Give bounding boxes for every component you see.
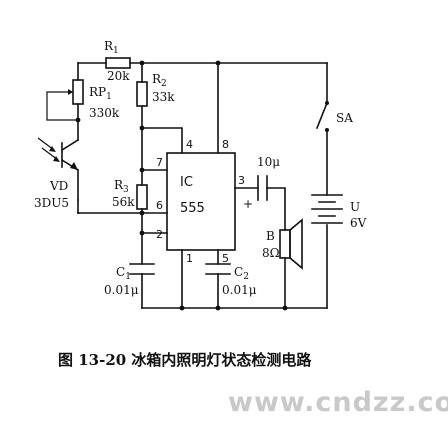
ic-label: IC [180,175,193,190]
pin-1-label: 1 [186,252,193,265]
r1-value: 20k [107,69,130,83]
pin-5-label: 5 [222,252,229,265]
battery-u [311,194,343,224]
battery-label: U [350,200,360,214]
ic-555 [166,152,236,251]
capacitor-c1 [129,263,155,275]
pin-3-label: 3 [238,174,245,187]
component-labels: R1 20k RP1 330k R2 33k R3 56k VD 3DU5 IC… [34,39,367,297]
junction-dot [139,167,145,173]
switch-label: SA [336,111,353,125]
junction-dot [179,305,185,311]
resistor-r1 [105,57,131,69]
junction-dots [75,60,288,311]
switch-sa [315,101,329,132]
pin-2-label: 2 [156,228,163,241]
rp1-label: RP1 [89,85,112,102]
c2-value: 0.01μ [222,283,257,297]
battery-value: 6V [350,216,367,230]
pin-7-label: 7 [156,156,163,169]
junction-dot [75,117,81,123]
resistor-r2 [136,81,148,107]
c1-value: 0.01μ [104,283,139,297]
watermark: www.cndzz.com [228,387,448,418]
r2-label: R2 [152,72,167,89]
r2-value: 33k [152,90,175,104]
junction-dot [139,230,145,236]
r3-value: 56k [112,195,135,209]
plus-sign: + [243,197,253,211]
phototransistor-vd [37,137,80,172]
speaker-value: 8Ω [262,246,280,260]
r1-label: R1 [104,39,119,56]
speaker-label: B [266,229,275,243]
capacitor-c2 [205,263,231,275]
wiring [46,62,328,309]
speaker-b [279,218,303,270]
pin-4-label: 4 [186,138,193,151]
pin-6-label: 6 [156,199,163,212]
junction-dot [215,305,221,311]
junction-dot [139,210,145,216]
junction-dot [139,125,145,131]
figure-caption: 图 13-20 冰箱内照明灯状态检测电路 [58,351,312,369]
rp1-value: 330k [89,106,120,120]
vd-label: VD [49,179,68,193]
potentiometer-rp1 [68,79,84,105]
junction-dot [282,305,288,311]
ic-part: 555 [180,201,205,216]
vd-type: 3DU5 [34,196,69,210]
junction-dot [215,60,221,66]
capacitor-output [257,175,268,201]
output-cap-value: 10μ [257,155,280,169]
r3-label: R3 [114,178,129,195]
c2-label: C2 [234,265,249,282]
resistor-r3 [136,184,148,210]
pin-8-label: 8 [222,138,229,151]
c1-label: C1 [116,265,131,282]
junction-dot [139,60,145,66]
